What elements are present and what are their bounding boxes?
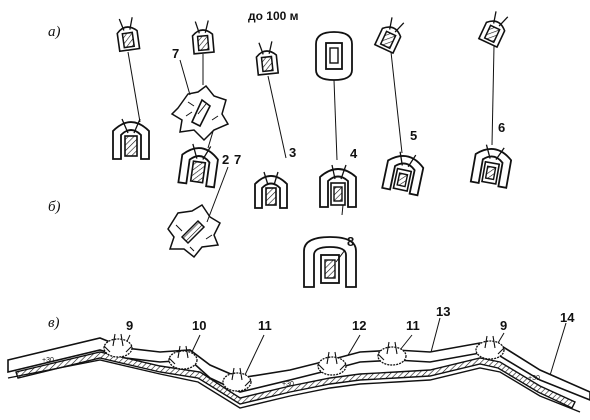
emplacement-mid-1 [112,118,150,160]
firing-position-1 [103,333,133,358]
label-9-right: 9 [500,318,507,333]
firing-position-5 [377,341,407,366]
label-9-left: 9 [126,318,133,333]
label-12: 12 [352,318,366,333]
emplacement-mid-6 [469,144,513,189]
emplacement-8 [303,236,357,288]
emplacement-mid-5 [381,151,425,197]
label-10: 10 [192,318,206,333]
label-3: 3 [289,145,296,160]
label-8: 8 [347,234,354,249]
label-11-right: 11 [406,318,420,333]
label-6: 6 [498,120,505,135]
distance-label: до 100 м [248,9,299,23]
label-5: 5 [410,128,417,143]
firing-position-2 [168,345,198,370]
label-14: 14 [560,310,575,325]
section-label-a: а) [48,24,61,40]
emplacement-top-2 [191,20,215,55]
label-11-left: 11 [258,318,272,333]
section-label-b: б) [48,199,61,215]
firing-position-3 [222,367,252,392]
label-13: 13 [436,304,450,319]
section-label-c: в) [48,315,60,331]
connection-lines [127,45,495,216]
emplacement-mid-3 [254,171,288,209]
firing-position-4 [317,351,347,376]
label-4: 4 [350,146,358,161]
crater-position-lower [167,203,221,259]
emplacement-mid-4 [319,164,357,208]
emplacement-mid-2 [177,143,219,189]
emplacement-top-1 [116,17,141,53]
firing-position-6 [475,335,505,360]
emplacement-top-4-closed [315,31,353,81]
label-7-upper: 7 [172,46,179,61]
label-7-lower: 7 [234,152,241,167]
crater-position-upper [170,84,230,142]
emplacement-top-6 [477,11,509,49]
trench-mark-left: +30 [42,357,54,364]
emplacement-top-5 [373,17,405,55]
emplacement-top-3 [255,41,280,76]
label-2: 2 [222,152,229,167]
trench-line [7,337,590,413]
trench-mark-right: +30 [528,375,540,382]
trench-mark-center: +30 [282,381,294,388]
